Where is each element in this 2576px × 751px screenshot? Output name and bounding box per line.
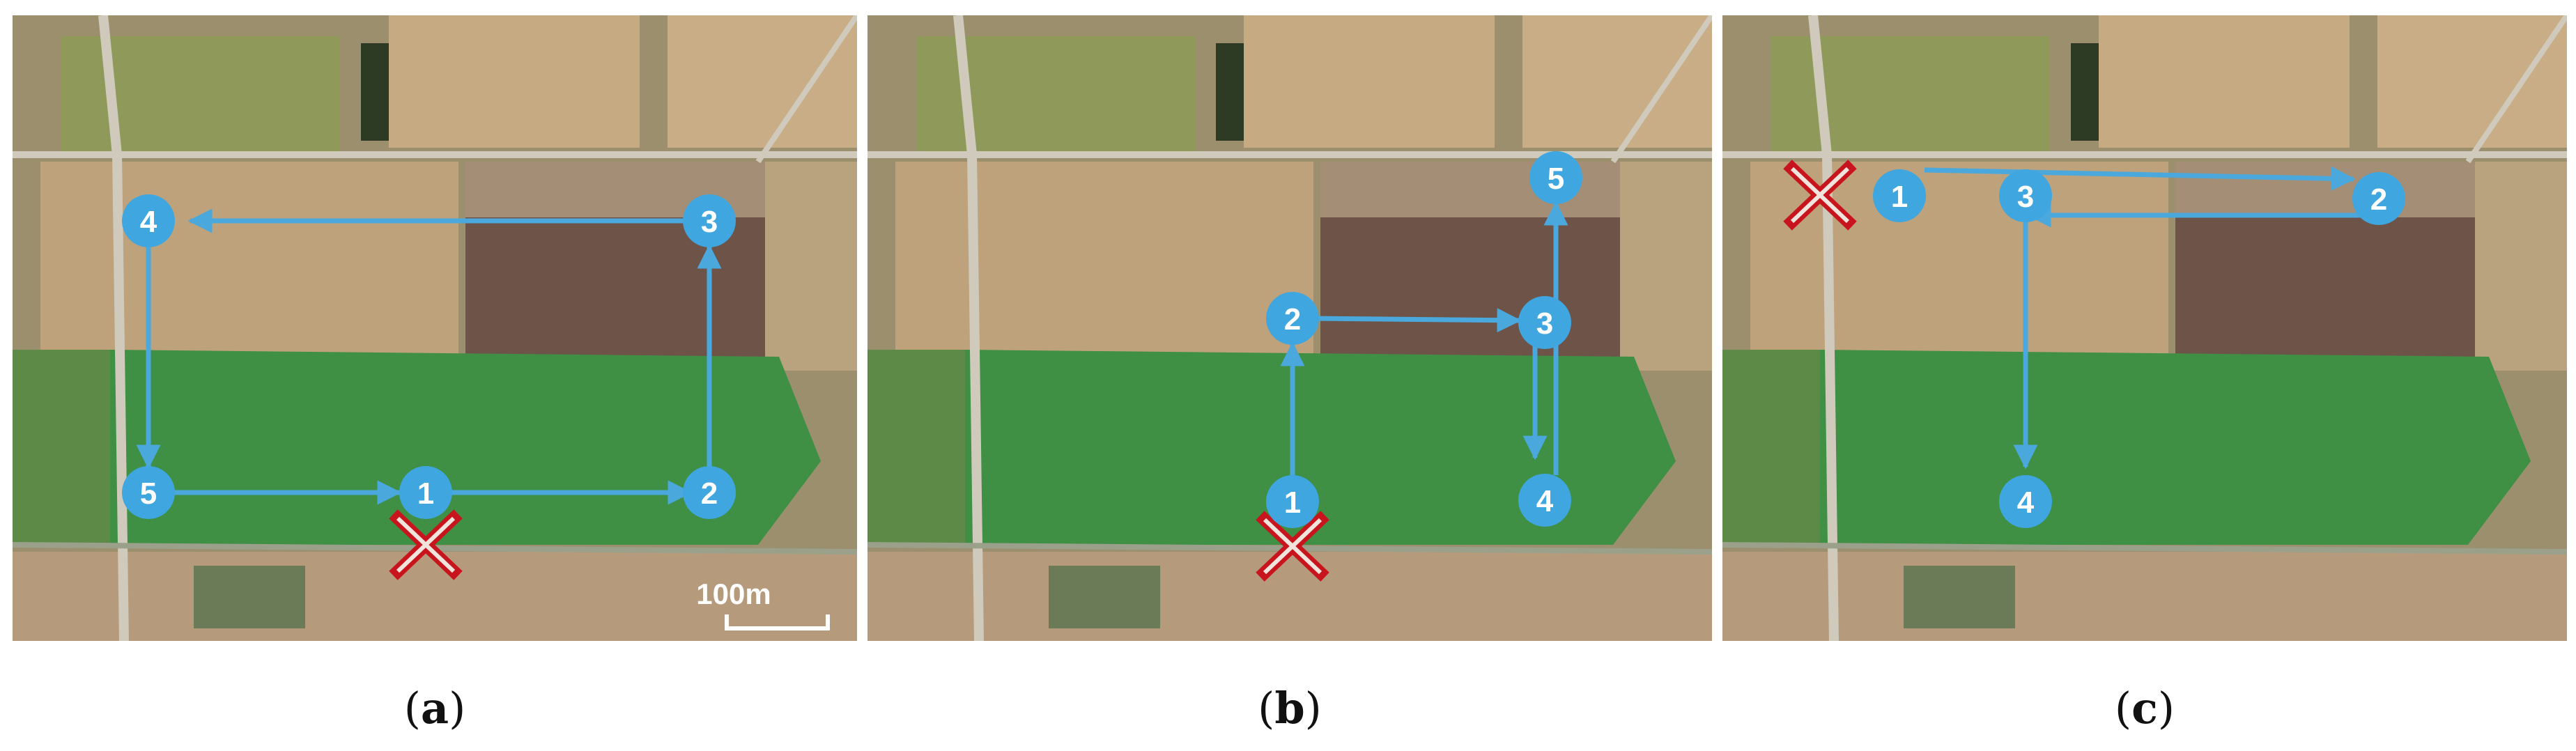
svg-text:4: 4 <box>1536 484 1554 518</box>
svg-text:2: 2 <box>701 477 718 511</box>
svg-text:100m: 100m <box>696 578 771 610</box>
waypoint-4: 4 <box>122 194 175 247</box>
svg-text:1: 1 <box>1284 486 1301 520</box>
red-x-marker <box>389 509 463 580</box>
scale-bar: 100m <box>696 578 830 630</box>
svg-text:3: 3 <box>701 205 718 239</box>
waypoint-4: 4 <box>1518 474 1571 527</box>
caption-c: (c) <box>2114 683 2175 734</box>
waypoint-1: 1 <box>1266 475 1319 528</box>
red-x-marker <box>1256 511 1329 582</box>
caption-a: (a) <box>403 683 466 734</box>
svg-text:5: 5 <box>140 477 157 511</box>
waypoint-3: 3 <box>1518 296 1571 349</box>
satellite-map-c: 1 2 3 4 <box>1722 15 2567 641</box>
waypoint-5: 5 <box>1529 151 1582 204</box>
satellite-map-a: 1 2 3 4 5 100m <box>13 15 857 641</box>
waypoint-2: 2 <box>2352 172 2405 225</box>
map-panel-b: 1 2 3 4 5 <box>867 15 1712 641</box>
svg-text:2: 2 <box>1284 302 1301 336</box>
route-segment <box>1924 166 2356 191</box>
svg-text:1: 1 <box>417 477 434 511</box>
svg-text:2: 2 <box>2370 183 2387 217</box>
svg-text:4: 4 <box>2017 486 2035 520</box>
waypoint-3: 3 <box>683 194 736 247</box>
waypoint-5: 5 <box>122 466 175 519</box>
waypoint-4: 4 <box>1999 475 2052 528</box>
svg-text:1: 1 <box>1891 180 1908 214</box>
waypoint-2: 2 <box>1266 292 1319 345</box>
svg-text:3: 3 <box>2017 180 2034 214</box>
caption-b: (b) <box>1258 683 1322 734</box>
svg-text:4: 4 <box>140 205 157 239</box>
waypoint-2: 2 <box>683 466 736 519</box>
red-x-marker <box>1783 160 1857 231</box>
map-panel-c: 1 2 3 4 <box>1722 15 2567 641</box>
satellite-map-b: 1 2 3 4 5 <box>867 15 1712 641</box>
waypoint-1: 1 <box>1873 169 1926 222</box>
route-segment <box>1311 308 1522 333</box>
waypoint-1: 1 <box>399 466 452 519</box>
waypoint-3: 3 <box>1999 169 2052 222</box>
svg-text:5: 5 <box>1548 162 1564 196</box>
svg-text:3: 3 <box>1536 307 1553 341</box>
map-panel-a: 1 2 3 4 5 100m <box>13 15 857 641</box>
